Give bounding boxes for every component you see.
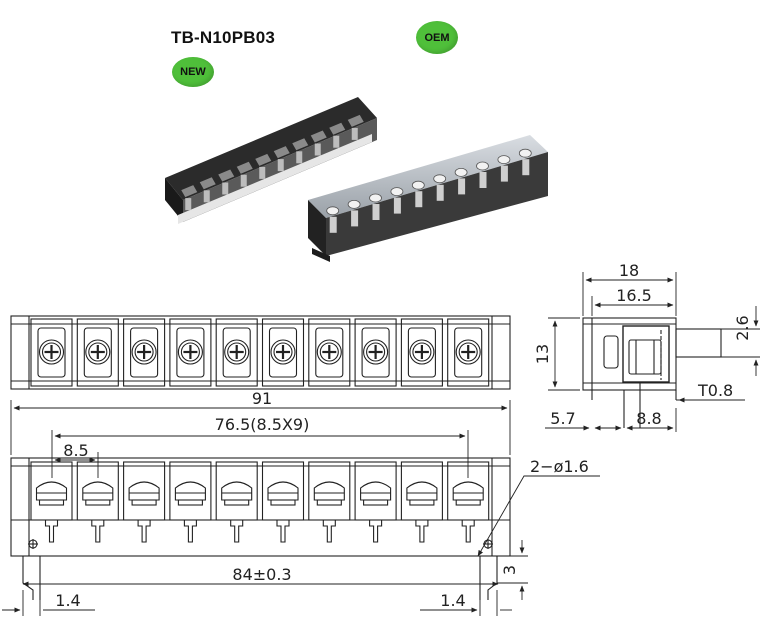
top-view-terminal xyxy=(354,318,397,387)
photo-terminal xyxy=(411,180,425,208)
dim-hole: 2−ø1.6 xyxy=(530,457,589,476)
dim-side-pin: 2.6 xyxy=(733,315,752,340)
dim-side-inner: 16.5 xyxy=(616,286,652,305)
top-view-terminal xyxy=(400,318,443,387)
photo-terminal xyxy=(273,146,290,172)
photo-terminal xyxy=(476,161,489,188)
photo-terminal xyxy=(433,174,447,201)
dim-edge-left: 1.4 xyxy=(55,591,80,610)
model-number: TB-N10PB03 xyxy=(171,28,276,47)
photo-terminal xyxy=(347,199,361,227)
front-view-terminal xyxy=(123,461,166,543)
front-view-terminal xyxy=(308,461,351,543)
photo-terminal xyxy=(518,148,532,176)
front-view-terminal xyxy=(261,461,305,543)
dim-overall-length: 91 xyxy=(252,389,272,408)
photo-terminal xyxy=(255,153,272,179)
top-view-terminal xyxy=(447,318,490,387)
front-view-terminal xyxy=(215,461,258,543)
photo-terminal xyxy=(236,161,253,187)
new-badge: NEW xyxy=(172,57,214,87)
dim-edge-right: 1.4 xyxy=(440,591,465,610)
terminal-block-photo-left xyxy=(165,97,377,224)
top-view-terminal xyxy=(215,318,258,387)
top-view-terminal xyxy=(261,318,305,387)
top-view xyxy=(10,315,511,390)
photo-terminal xyxy=(292,138,309,164)
photo-terminal xyxy=(199,177,216,203)
top-view-terminal xyxy=(76,318,119,387)
front-view-terminal xyxy=(169,461,212,543)
oem-badge: OEM xyxy=(416,21,458,54)
photo-terminal xyxy=(369,193,382,220)
dimension-labels: 91 76.5(8.5X9) 8.5 2−ø1.6 84±0.3 1.4 1.4… xyxy=(55,261,752,610)
front-view-terminal xyxy=(400,461,443,543)
top-view-terminal xyxy=(123,318,166,387)
dim-pitch: 8.5 xyxy=(63,441,88,460)
side-dimensions xyxy=(545,272,760,432)
photo-terminal xyxy=(329,122,346,148)
terminal-block-photo-right xyxy=(308,135,548,262)
dim-side-height: 13 xyxy=(533,344,552,364)
top-view-terminal xyxy=(169,318,212,387)
front-view-terminal xyxy=(30,461,73,543)
dim-mount-span: 84±0.3 xyxy=(232,565,291,584)
dim-side-depth: 18 xyxy=(619,261,639,280)
side-view xyxy=(582,317,722,428)
dim-side-offset: 5.7 xyxy=(550,409,575,428)
photo-terminal xyxy=(218,169,235,195)
dim-side-thick: T0.8 xyxy=(697,381,733,400)
photo-terminal xyxy=(181,185,198,211)
dim-side-pin-pos: 8.8 xyxy=(636,409,661,428)
photo-terminal xyxy=(310,130,327,156)
photo-terminal xyxy=(454,167,468,195)
top-view-terminal xyxy=(308,318,351,387)
dim-foot: 3 xyxy=(500,565,519,575)
top-view-terminal xyxy=(30,318,73,387)
photo-terminal xyxy=(347,114,364,140)
photo-terminal xyxy=(390,187,404,214)
front-view-terminal xyxy=(354,461,397,543)
front-view xyxy=(10,457,511,600)
photo-terminal xyxy=(497,155,511,182)
front-dimensions xyxy=(2,400,600,616)
dim-pitch-span: 76.5(8.5X9) xyxy=(215,415,310,434)
product-photo xyxy=(165,97,548,262)
photo-terminal xyxy=(326,206,340,233)
